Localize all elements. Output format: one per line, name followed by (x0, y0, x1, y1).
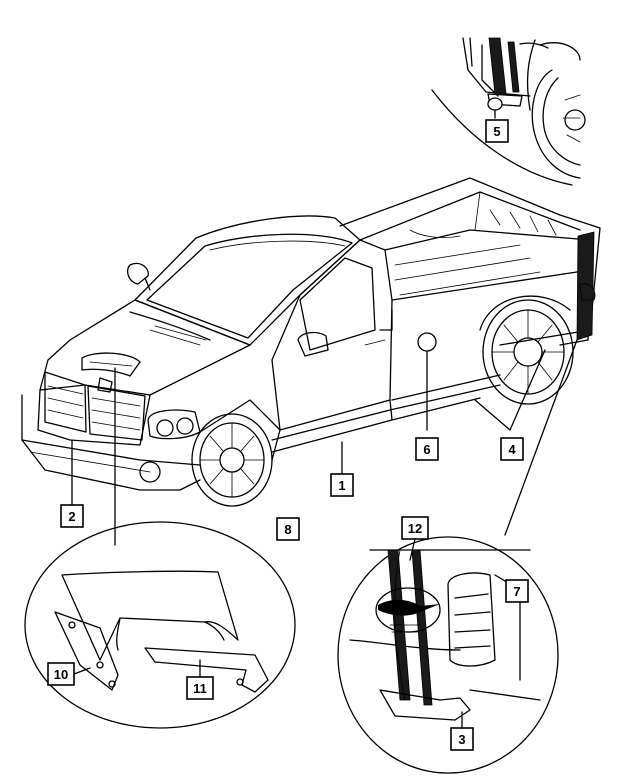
callout-10-label: 10 (54, 667, 68, 682)
callout-5-label: 5 (493, 124, 500, 139)
callout-5[interactable]: 5 (485, 119, 509, 143)
callout-12[interactable]: 12 (401, 516, 429, 540)
callout-10[interactable]: 10 (47, 662, 75, 686)
hood-scoop-detail-view (24, 521, 296, 729)
leader-lines (71, 339, 578, 546)
callout-8-label: 8 (284, 522, 291, 537)
callout-1-label: 1 (338, 478, 345, 493)
callout-11[interactable]: 11 (186, 676, 214, 700)
callout-6[interactable]: 6 (415, 437, 439, 461)
callout-3-label: 3 (458, 732, 465, 747)
callout-7-label: 7 (513, 584, 520, 599)
rear-decal-detail-view (337, 536, 559, 774)
callout-2[interactable]: 2 (60, 504, 84, 528)
callout-8[interactable]: 8 (276, 517, 300, 541)
callout-12-label: 12 (408, 521, 422, 536)
rear-bumper-detail-view (431, 37, 586, 186)
callout-11-label: 11 (193, 681, 207, 696)
pickup-truck (21, 177, 601, 507)
callout-4-label: 4 (508, 442, 516, 457)
detail-connectors (73, 538, 463, 729)
callout-2-label: 2 (68, 509, 75, 524)
callout-4[interactable]: 4 (500, 437, 524, 461)
callout-3[interactable]: 3 (450, 727, 474, 751)
callout-6-label: 6 (423, 442, 430, 457)
callout-7[interactable]: 7 (505, 579, 529, 603)
callout-1[interactable]: 1 (330, 473, 354, 497)
